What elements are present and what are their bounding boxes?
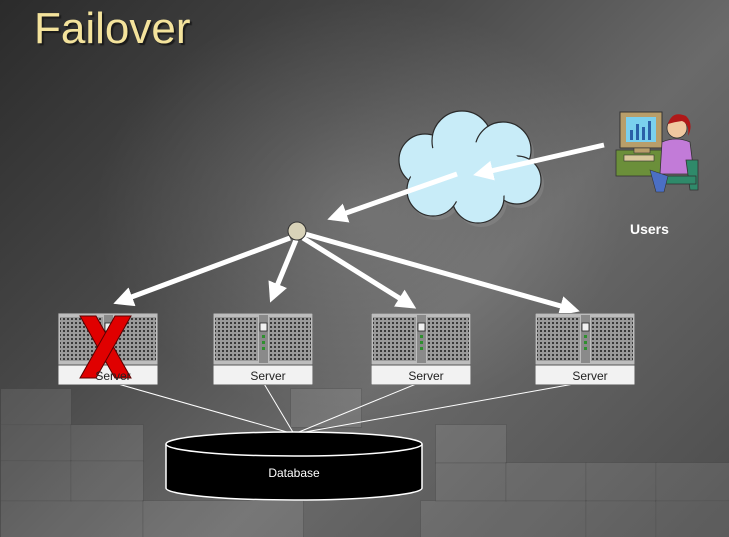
bg-tile — [585, 462, 657, 502]
arrow-to-server-3 — [301, 235, 417, 309]
db-link-3 — [293, 381, 422, 435]
db-links — [110, 381, 586, 435]
bg-tile — [70, 424, 144, 462]
database-icon — [165, 431, 423, 501]
arrow-to-server-4 — [304, 231, 580, 316]
bg-tile — [0, 500, 144, 537]
users-label: Users — [630, 221, 669, 237]
bg-tile — [585, 500, 657, 537]
load-balancer-icon — [287, 221, 307, 241]
server-label-2: Server — [250, 369, 286, 383]
db-link-1 — [110, 381, 295, 435]
bg-tile — [435, 424, 507, 464]
slide-title: Failover — [34, 4, 191, 53]
bg-tile — [420, 500, 587, 537]
bg-tile — [70, 460, 144, 502]
bg-tile — [0, 460, 72, 502]
bg-tile — [435, 462, 507, 502]
arrow-to-server-1 — [113, 235, 291, 307]
arrow-cloud-to-balancer — [327, 171, 458, 223]
bg-tile — [0, 424, 72, 462]
bg-tile — [655, 500, 729, 537]
bg-tile — [655, 462, 729, 502]
database-label: Database — [268, 466, 320, 480]
server-label-1: Server — [95, 369, 131, 383]
db-link-2 — [262, 381, 295, 435]
server-label-4: Server — [572, 369, 608, 383]
bg-tile — [142, 500, 304, 537]
db-link-4 — [293, 381, 586, 435]
arrow-users-to-cloud — [473, 142, 605, 181]
server-label-3: Server — [408, 369, 444, 383]
user-workstation-icon — [615, 111, 699, 193]
bg-tile — [0, 388, 72, 426]
bg-tile — [505, 462, 587, 502]
failed-x-icon — [79, 315, 132, 379]
arrow-to-server-2 — [268, 239, 299, 303]
